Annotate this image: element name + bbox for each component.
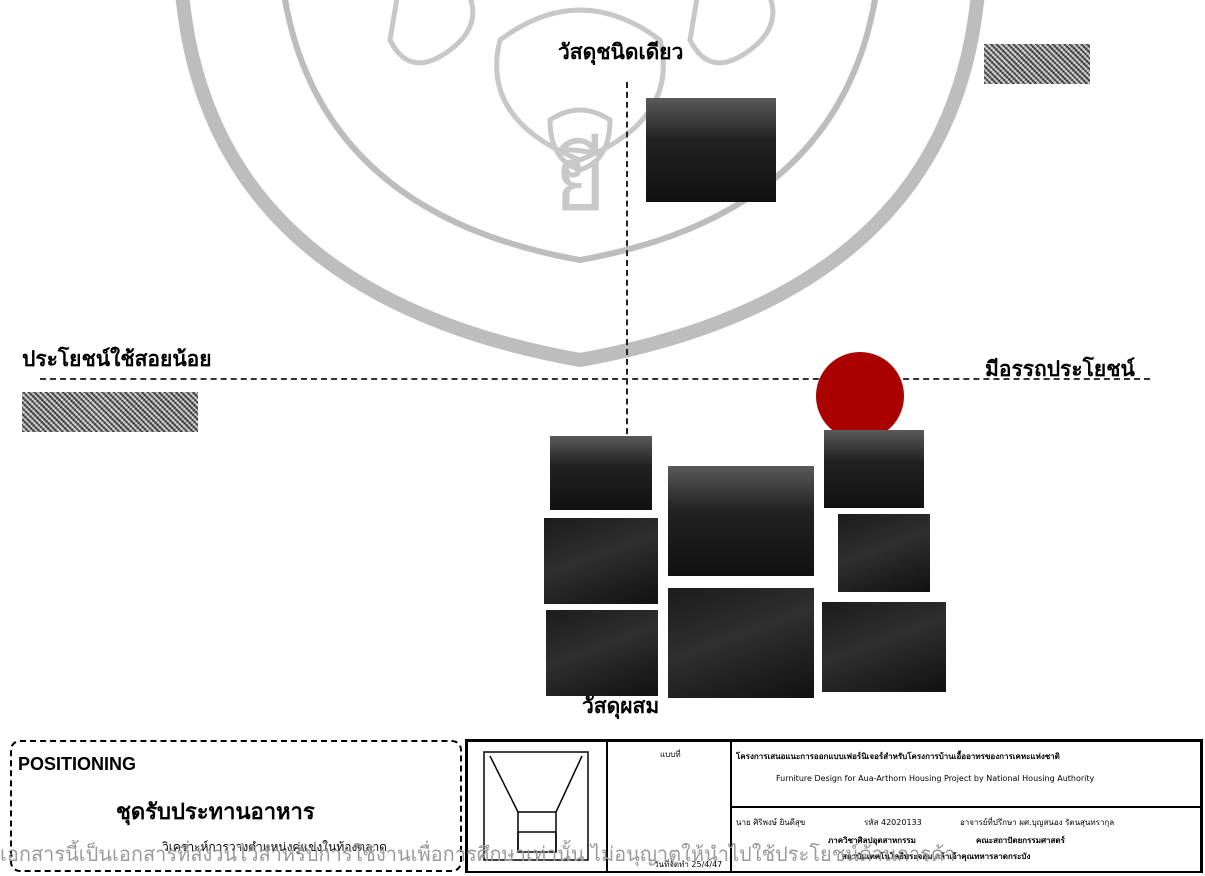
sheet-label: แบบที่ xyxy=(660,750,681,759)
competitor-image-5 xyxy=(838,514,930,592)
axis-label-left: ประโยชน์ใช้สอยน้อย xyxy=(22,346,212,371)
competitor-image-8 xyxy=(822,602,946,692)
project-title-en: Furniture Design for Aua-Arthorn Housing… xyxy=(776,774,1095,783)
competitor-image-top-right xyxy=(984,44,1090,84)
student-info-cell: นาย ศิริพงษ์ ยินดีสุข รหัส 42020133 อาจา… xyxy=(731,807,1201,873)
sheet-info-cell: แบบที่ วันที่จัดทำ 25/4/47 xyxy=(607,741,731,873)
competitor-marker-circle xyxy=(816,352,904,440)
competitor-image-4 xyxy=(544,518,658,604)
watermark-disclaimer: เอกสารนี้เป็นเอกสารที่สงวนไว้สำหรับการใช… xyxy=(0,842,956,866)
svg-text:ยี: ยี xyxy=(554,127,607,232)
student-name: นาย ศิริพงษ์ ยินดีสุข xyxy=(736,818,806,827)
positioning-box: POSITIONING ชุดรับประทานอาหาร วิเคราะห์ก… xyxy=(10,740,462,872)
competitor-image-center-top xyxy=(646,98,776,202)
advisor: อาจารย์ที่ปรึกษา ผศ.บุญสนอง รัตนสุนทรากุ… xyxy=(960,818,1115,827)
competitor-image-1 xyxy=(550,436,652,510)
vertical-axis xyxy=(626,82,628,444)
competitor-image-7 xyxy=(668,588,814,698)
project-title-cell: โครงการเสนอแนะการออกแบบเฟอร์นิเจอร์สำหรั… xyxy=(731,741,1201,807)
horizontal-axis xyxy=(40,378,1150,380)
date-label: วันที่จัดทำ 25/4/47 xyxy=(654,860,723,869)
positioning-description: วิเคราะห์การวางตำแหน่งคู่แข่งในท้องตลาด xyxy=(162,840,387,854)
positioning-title: POSITIONING xyxy=(18,754,137,774)
positioning-subtitle: ชุดรับประทานอาหาร xyxy=(116,799,315,825)
university: สถาบันเทคโนโลยีพระจอมเกล้าเจ้าคุณทหารลาด… xyxy=(842,852,1031,861)
competitor-image-3 xyxy=(668,466,814,576)
drawing-title-block: แบบที่ วันที่จัดทำ 25/4/47 โครงการเสนอแน… xyxy=(465,739,1203,873)
project-title-th: โครงการเสนอแนะการออกแบบเฟอร์นิเจอร์สำหรั… xyxy=(736,752,1060,761)
faculty: คณะสถาปัตยกรรมศาสตร์ xyxy=(976,836,1065,845)
axis-label-bottom: วัสดุผสม xyxy=(582,693,660,718)
chair-front-sketch xyxy=(483,751,589,861)
university-seal-watermark: ยี xyxy=(175,0,985,368)
competitor-image-left xyxy=(22,392,198,432)
product-sketch-cell xyxy=(467,741,607,873)
axis-label-top: วัสดุชนิดเดียว xyxy=(558,39,684,64)
student-id: รหัส 42020133 xyxy=(864,818,922,827)
axis-label-right: มีอรรถประโยชน์ xyxy=(985,356,1135,381)
department: ภาควิชาศิลปอุตสาหกรรม xyxy=(828,836,916,845)
competitor-image-2 xyxy=(824,430,924,508)
competitor-image-6 xyxy=(546,610,658,696)
